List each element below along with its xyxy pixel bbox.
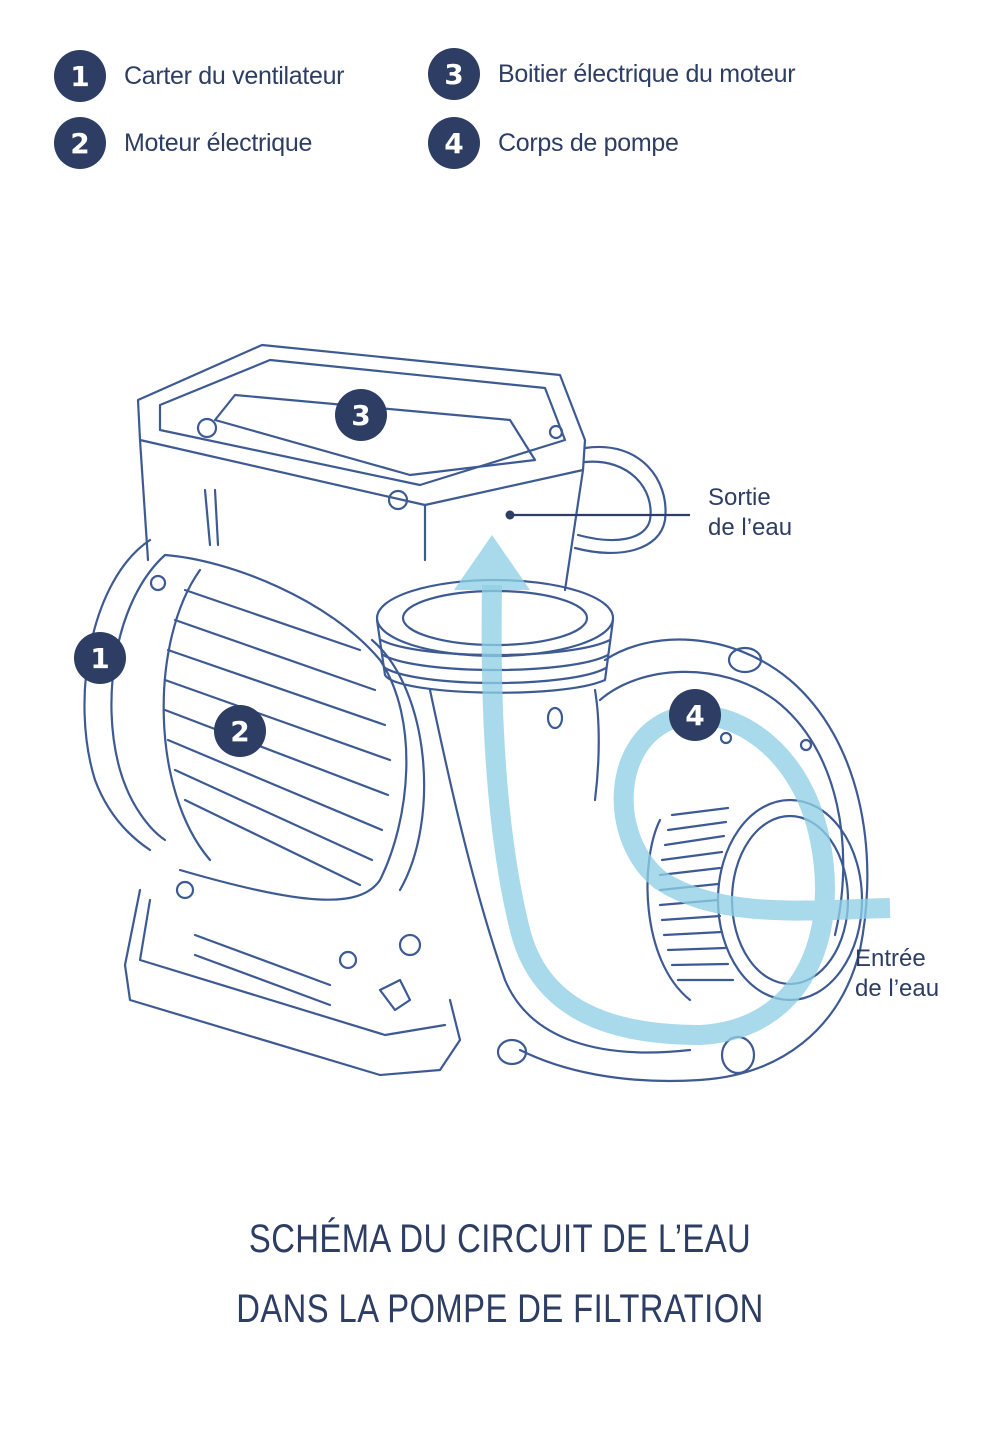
- outlet-callout: Sortie de l’eau: [708, 483, 792, 543]
- legend-item-3: 3 Boitier électrique du moteur: [428, 48, 796, 100]
- fan-cover: [83, 538, 167, 852]
- legend-number-badge: 4: [428, 117, 480, 169]
- legend-number-badge: 3: [428, 48, 480, 100]
- outlet-callout-dot: [505, 510, 515, 520]
- legend-label-motor: Moteur électrique: [124, 128, 313, 157]
- electrical-box: [136, 343, 667, 592]
- legend-label-fan-cover: Carter du ventilateur: [124, 61, 345, 90]
- legend-item-2: 2 Moteur électrique: [54, 117, 312, 169]
- legend-number-badge: 2: [54, 117, 106, 169]
- marker-motor: 2: [214, 705, 266, 757]
- water-flow-path: [481, 584, 891, 1046]
- motor-base: [123, 880, 462, 1077]
- outlet-callout-line2: de l’eau: [708, 514, 793, 541]
- legend-number-badge: 1: [54, 50, 106, 102]
- motor-body: [162, 553, 426, 901]
- water-flow-arrowhead: [454, 535, 530, 590]
- legend-label-electrical-box: Boitier électrique du moteur: [498, 59, 796, 88]
- legend-item-1: 1 Carter du ventilateur: [54, 50, 345, 102]
- legend-item-4: 4 Corps de pompe: [428, 117, 679, 169]
- diagram-title-line1: SCHÉMA DU CIRCUIT DE L’EAU: [248, 1217, 752, 1261]
- marker-fan-cover: 1: [74, 632, 126, 684]
- marker-electrical-box: 3: [335, 389, 387, 441]
- inlet-callout-line2: de l’eau: [855, 975, 940, 1002]
- inlet-callout-line1: Entrée: [855, 945, 926, 972]
- outlet-callout-line1: Sortie: [708, 484, 771, 511]
- marker-pump-body: 4: [669, 689, 721, 741]
- legend-label-pump-body: Corps de pompe: [498, 128, 679, 157]
- inlet-callout: Entrée de l’eau: [855, 944, 939, 1004]
- diagram-title-line2: DANS LA POMPE DE FILTRATION: [236, 1287, 764, 1331]
